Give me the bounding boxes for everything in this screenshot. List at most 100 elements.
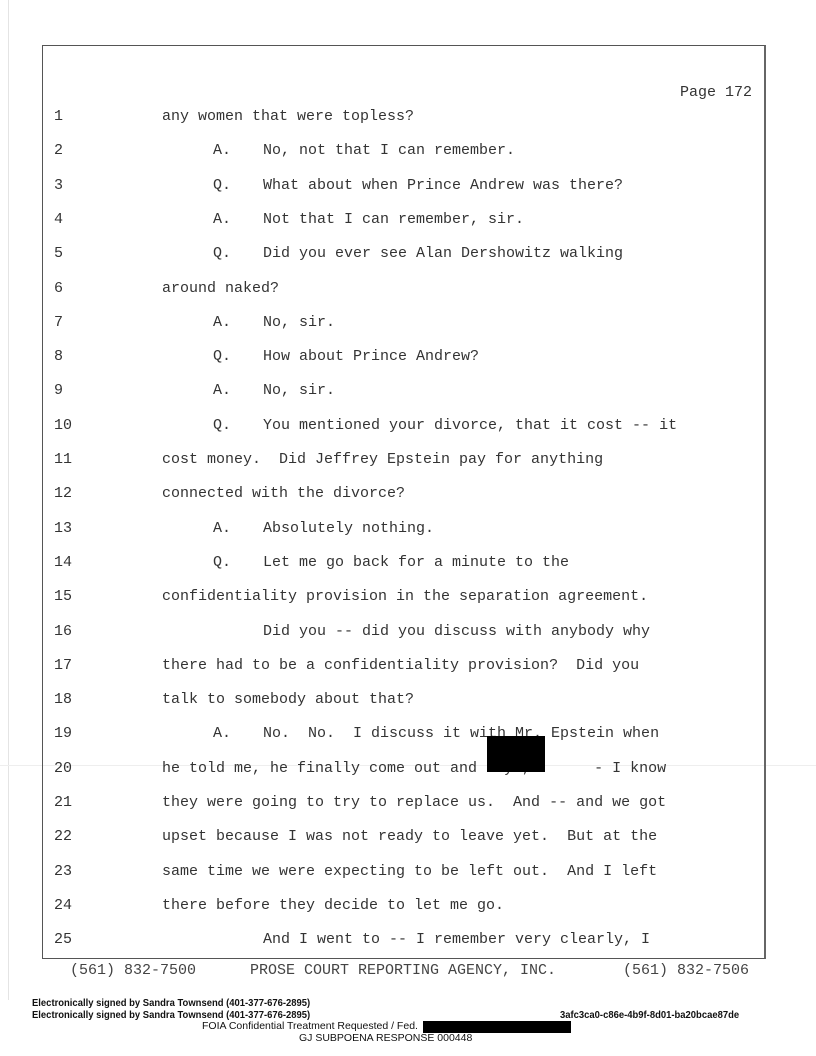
line-text: there before they decide to let me go. bbox=[162, 896, 505, 914]
line-text: No, not that I can remember. bbox=[263, 142, 516, 160]
transcript-line: 16 Did you -- did you discuss with anybod… bbox=[0, 623, 816, 643]
footer-agency: PROSE COURT REPORTING AGENCY, INC. bbox=[250, 962, 557, 979]
line-text: How about Prince Andrew? bbox=[263, 348, 480, 366]
line-number: 6 bbox=[54, 279, 64, 297]
footer-redaction bbox=[423, 1021, 571, 1033]
line-number: 20 bbox=[54, 759, 73, 777]
transcript-line: 20 he told me, he finally come out and sa… bbox=[0, 760, 816, 780]
line-text: Did you -- did you discuss with anybody … bbox=[263, 622, 651, 640]
footer-phone-left: (561) 832-7500 bbox=[70, 962, 197, 979]
transcript-line: 9 A. No, sir. bbox=[0, 382, 816, 402]
line-text: Let me go back for a minute to the bbox=[263, 553, 570, 571]
line-number: 10 bbox=[54, 416, 73, 434]
line-text: No, sir. bbox=[263, 382, 336, 400]
line-text: Did you ever see Alan Dershowitz walking bbox=[263, 245, 624, 263]
transcript-line: 23 same time we were expecting to be left… bbox=[0, 863, 816, 883]
line-number: 12 bbox=[54, 485, 73, 503]
line-number: 16 bbox=[54, 622, 73, 640]
transcript-line: 2 A. No, not that I can remember. bbox=[0, 142, 816, 162]
transcript-line: 21 they were going to try to replace us. … bbox=[0, 794, 816, 814]
transcript-line: 7 A. No, sir. bbox=[0, 314, 816, 334]
line-number: 19 bbox=[54, 725, 73, 743]
line-text: any women that were topless? bbox=[162, 108, 415, 125]
line-text: there had to be a confidentiality provis… bbox=[162, 656, 640, 674]
line-number: 2 bbox=[54, 142, 64, 160]
transcript-line: 18 talk to somebody about that? bbox=[0, 691, 816, 711]
line-number: 11 bbox=[54, 451, 73, 468]
scan-margin-line bbox=[8, 0, 9, 1000]
speaker-label: A. bbox=[213, 382, 232, 400]
transcript-line: 13 A. Absolutely nothing. bbox=[0, 520, 816, 540]
line-text: confidentiality provision in the separat… bbox=[162, 588, 649, 606]
signature-line-1: Electronically signed by Sandra Townsend… bbox=[32, 997, 311, 1009]
speaker-label: Q. bbox=[213, 245, 232, 263]
line-number: 14 bbox=[54, 553, 73, 571]
line-text: Absolutely nothing. bbox=[263, 519, 435, 537]
footer-phone-right: (561) 832-7506 bbox=[623, 962, 750, 979]
line-text: cost money. Did Jeffrey Epstein pay for … bbox=[162, 451, 604, 468]
line-number: 5 bbox=[54, 245, 64, 263]
line-number: 9 bbox=[54, 382, 64, 400]
transcript-line: 11 cost money. Did Jeffrey Epstein pay fo… bbox=[0, 451, 816, 471]
line-text: Not that I can remember, sir. bbox=[263, 210, 525, 228]
speaker-label: Q. bbox=[213, 348, 232, 366]
transcript-line: 14 Q. Let me go back for a minute to the bbox=[0, 554, 816, 574]
line-number: 3 bbox=[54, 176, 64, 194]
line-number: 25 bbox=[54, 931, 73, 949]
line-text: No, sir. bbox=[263, 313, 336, 331]
line-text: What about when Prince Andrew was there? bbox=[263, 176, 624, 194]
line-number: 15 bbox=[54, 588, 73, 606]
bates-number: GJ SUBPOENA RESPONSE 000448 bbox=[299, 1032, 473, 1044]
line-number: 1 bbox=[54, 108, 64, 125]
line-text: around naked? bbox=[162, 279, 280, 297]
transcript-line: 17 there had to be a confidentiality prov… bbox=[0, 657, 816, 677]
line-text: he told me, he finally come out and says… bbox=[162, 759, 667, 777]
transcript-line: 12 connected with the divorce? bbox=[0, 485, 816, 505]
line-number: 24 bbox=[54, 896, 73, 914]
scan-artifact-line bbox=[0, 765, 816, 766]
speaker-label: A. bbox=[213, 142, 232, 160]
line-number: 7 bbox=[54, 313, 64, 331]
foia-notice: FOIA Confidential Treatment Requested / … bbox=[202, 1020, 418, 1032]
line-text: same time we were expecting to be left o… bbox=[162, 862, 658, 880]
transcript-line: 5 Q. Did you ever see Alan Dershowitz walk… bbox=[0, 245, 816, 265]
transcript-line: 22 upset because I was not ready to leave… bbox=[0, 828, 816, 848]
line-text: talk to somebody about that? bbox=[162, 691, 415, 709]
transcript-line: 25 And I went to -- I remember very clear… bbox=[0, 931, 816, 951]
speaker-label: A. bbox=[213, 519, 232, 537]
transcript-line: 19 A. No. No. I discuss it with Mr. Epstei… bbox=[0, 725, 816, 745]
speaker-label: Q. bbox=[213, 176, 232, 194]
transcript-line: 1 any women that were topless? bbox=[0, 108, 816, 128]
line-number: 13 bbox=[54, 519, 73, 537]
transcript-line: 6 around naked? bbox=[0, 280, 816, 300]
document-hash: 3afc3ca0-c86e-4b9f-8d01-ba20bcae87de bbox=[560, 1009, 740, 1021]
transcript-line: 10 Q. You mentioned your divorce, that it … bbox=[0, 417, 816, 437]
line-number: 22 bbox=[54, 828, 73, 846]
transcript-frame bbox=[42, 45, 766, 959]
transcript-line: 15 confidentiality provision in the separ… bbox=[0, 588, 816, 608]
line-text: they were going to try to replace us. An… bbox=[162, 794, 667, 811]
speaker-label: A. bbox=[213, 313, 232, 331]
page-number: Page 172 bbox=[679, 84, 752, 101]
line-number: 4 bbox=[54, 210, 64, 228]
speaker-label: Q. bbox=[213, 416, 232, 434]
speaker-label: A. bbox=[213, 725, 232, 743]
line-text: No. No. I discuss it with Mr. Epstein wh… bbox=[263, 725, 660, 743]
transcript-line: 8 Q. How about Prince Andrew? bbox=[0, 348, 816, 368]
speaker-label: A. bbox=[213, 210, 232, 228]
line-text: You mentioned your divorce, that it cost… bbox=[263, 416, 678, 434]
line-number: 8 bbox=[54, 348, 64, 366]
line-number: 21 bbox=[54, 794, 73, 811]
speaker-label: Q. bbox=[213, 553, 232, 571]
line-number: 17 bbox=[54, 656, 73, 674]
signature-line-2: Electronically signed by Sandra Townsend… bbox=[32, 1009, 311, 1021]
line-number: 23 bbox=[54, 862, 73, 880]
line-number: 18 bbox=[54, 691, 73, 709]
transcript-line: 24 there before they decide to let me go. bbox=[0, 897, 816, 917]
transcript-line: 4 A. Not that I can remember, sir. bbox=[0, 211, 816, 231]
redaction-block bbox=[487, 736, 545, 772]
line-text: upset because I was not ready to leave y… bbox=[162, 828, 658, 846]
line-text: And I went to -- I remember very clearly… bbox=[263, 931, 651, 949]
line-text: connected with the divorce? bbox=[162, 485, 406, 503]
